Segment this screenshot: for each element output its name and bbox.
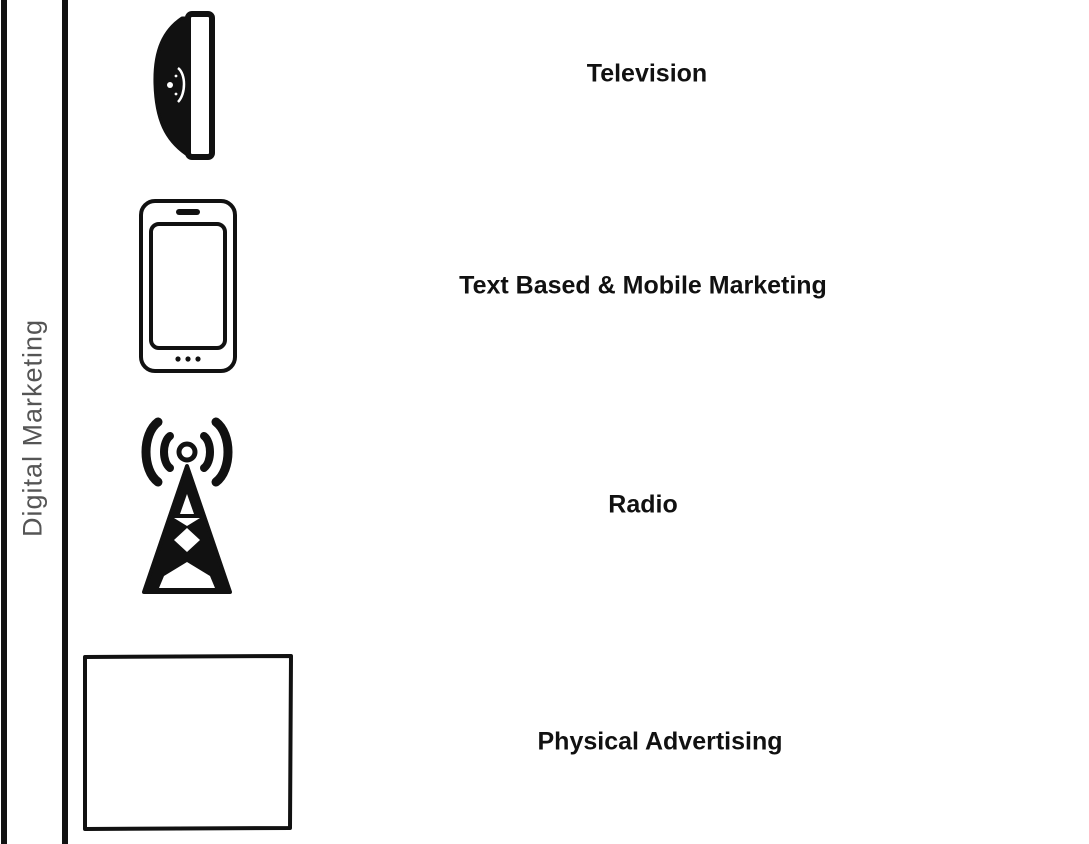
radio-tower-icon	[141, 417, 233, 594]
right-border-line	[62, 0, 68, 844]
physical-advertising-label: Physical Advertising	[537, 727, 783, 756]
mobile-marketing-label: Text Based & Mobile Marketing	[459, 271, 827, 300]
digital-marketing-label: Digital Marketing	[17, 318, 48, 538]
left-border-line	[1, 0, 7, 844]
television-icon	[153, 11, 215, 160]
radio-label: Radio	[608, 490, 678, 519]
smartphone-icon	[139, 199, 237, 373]
blank-billboard-icon	[83, 654, 293, 831]
television-label: Television	[586, 59, 708, 88]
